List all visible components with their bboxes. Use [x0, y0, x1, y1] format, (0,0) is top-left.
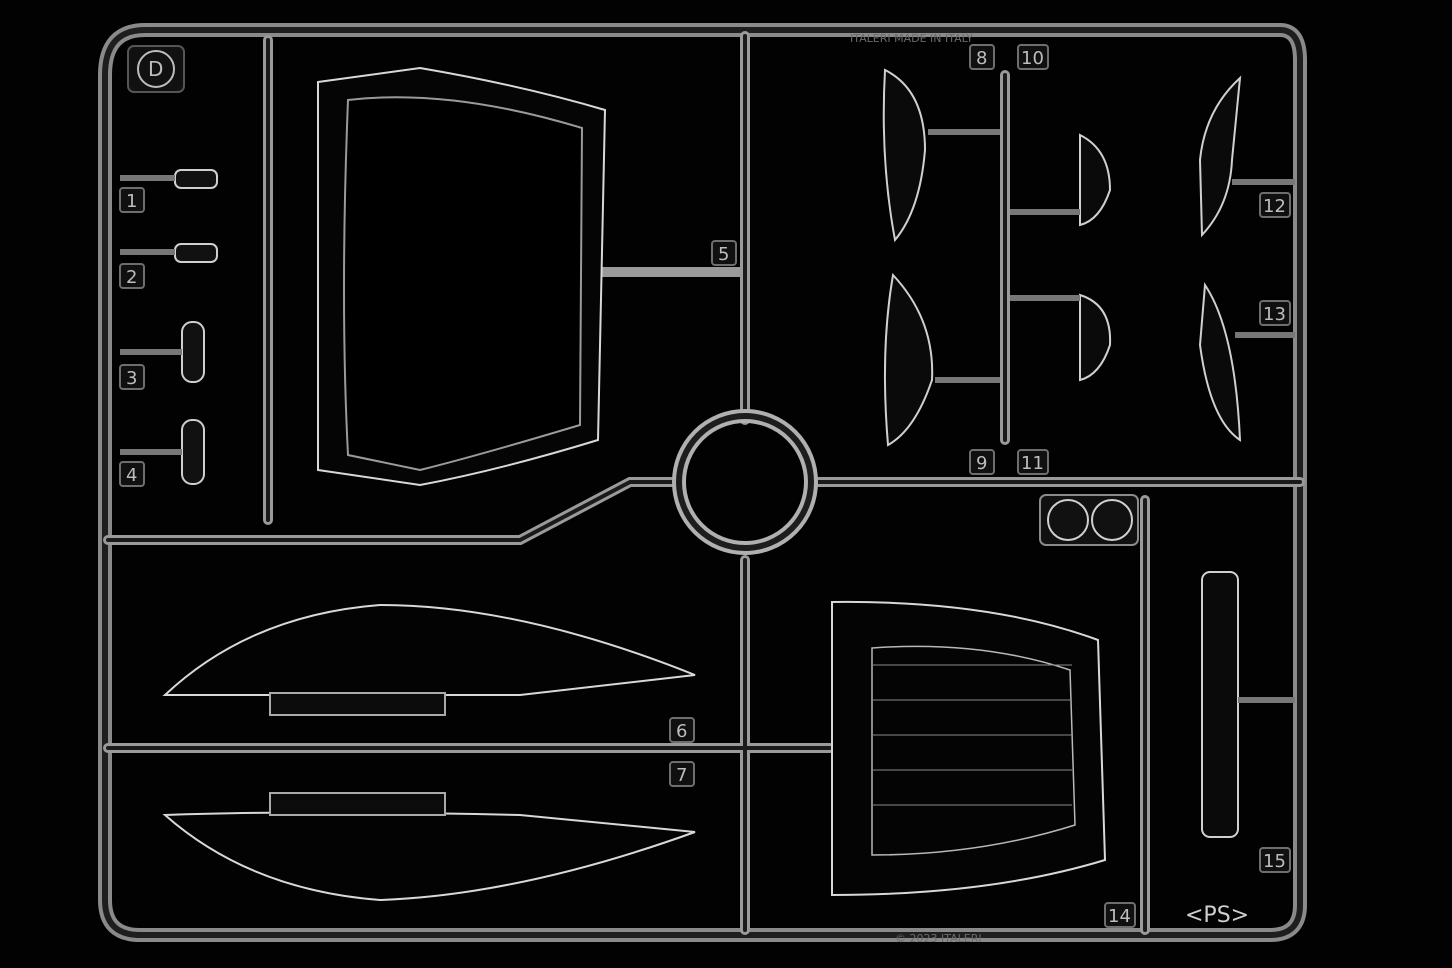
part-number-4: 4	[126, 465, 137, 486]
part-number-8: 8	[976, 48, 987, 69]
part-number-12: 12	[1263, 196, 1286, 217]
part-number-5: 5	[718, 244, 729, 265]
side-window-parts	[162, 603, 696, 902]
sprue-letter: D	[148, 57, 163, 81]
windshield-strip-part	[1201, 571, 1295, 838]
mold-text-bottom: © 2023 ITALERI	[895, 932, 982, 945]
part-number-6: 6	[676, 721, 687, 742]
part-number-10: 10	[1021, 48, 1044, 69]
sprue-letter-badge	[127, 45, 185, 93]
rear-window-part	[831, 600, 1107, 897]
central-ring	[672, 409, 818, 555]
part-number-1: 1	[126, 191, 137, 212]
light-lens-parts	[882, 68, 1295, 447]
sprue-marking: <PS>	[1185, 903, 1249, 928]
mold-logo-plate	[1039, 494, 1139, 546]
part-number-7: 7	[676, 765, 687, 786]
part-number-13: 13	[1263, 304, 1286, 325]
part-number-tabs	[119, 44, 1291, 928]
mold-text-top: ITALERI MADE IN ITALY	[850, 32, 973, 45]
hood-window-part	[317, 66, 607, 487]
small-parts-column	[120, 169, 218, 485]
part-number-11: 11	[1021, 453, 1044, 474]
part-number-14: 14	[1108, 906, 1131, 927]
part-number-3: 3	[126, 368, 137, 389]
part-number-2: 2	[126, 267, 137, 288]
part-number-15: 15	[1263, 851, 1286, 872]
part-number-9: 9	[976, 453, 987, 474]
